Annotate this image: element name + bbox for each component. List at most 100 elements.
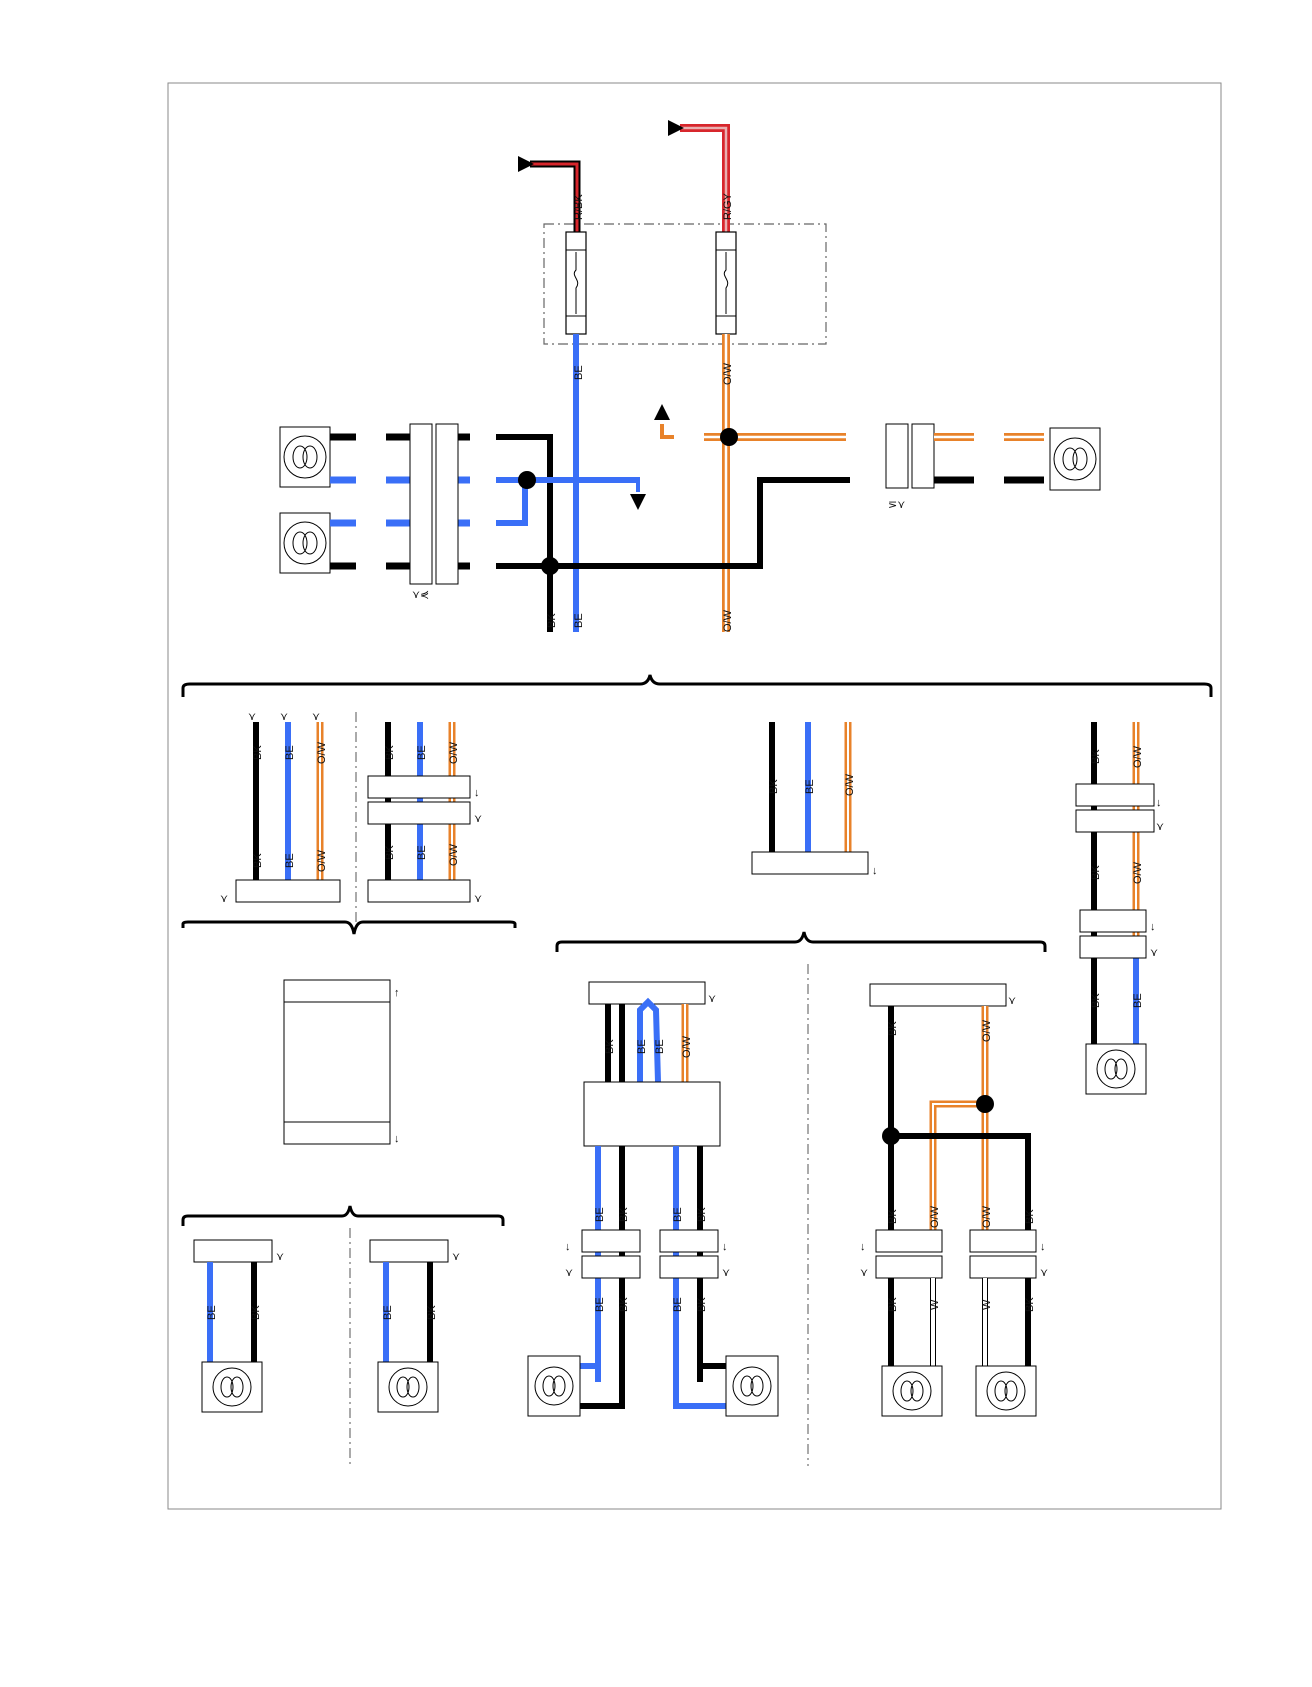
label-bk-bottom: BK	[546, 613, 558, 628]
ml-be-4: BE	[416, 845, 428, 860]
bl-be-2: BE	[382, 1305, 394, 1320]
rb-w-1: W	[929, 1299, 941, 1310]
ml-bk-3: BK	[384, 745, 396, 760]
center-bottom-group: ⋎ ↓ ⋎ ↓ ⋎	[527, 981, 779, 1417]
svg-text:↓: ↓	[565, 1241, 571, 1253]
lamp-top-left-2	[279, 512, 331, 574]
svg-text:↓: ↓	[1150, 921, 1156, 933]
rb-ow-3: O/W	[981, 1205, 993, 1228]
rb-bk-2: BK	[887, 1209, 899, 1224]
rc-be-3: BE	[1132, 993, 1144, 1008]
right-bottom-group: ⋎ ↓ ⋎ ↓ ⋎	[860, 983, 1048, 1417]
fuse-box-outline	[543, 223, 827, 345]
rc-bk-2: BK	[1090, 865, 1102, 880]
label-be-bottom: BE	[573, 613, 585, 628]
rb-bk-5: BK	[1024, 1297, 1036, 1312]
diagram-frame	[167, 82, 1222, 1510]
svg-text:⋎: ⋎	[452, 1251, 460, 1263]
svg-text:⋝⋎: ⋝⋎	[888, 499, 905, 511]
rc-ow-2: O/W	[1132, 861, 1144, 884]
svg-text:⋎: ⋎	[1150, 947, 1158, 959]
rc-bk-1: BK	[1090, 749, 1102, 764]
ml-be-1: BE	[284, 745, 296, 760]
rb-w-2: W	[981, 1299, 993, 1310]
svg-text:⋎: ⋎	[248, 711, 256, 723]
ml-ow-1: O/W	[316, 741, 328, 764]
cb-be-4: BE	[672, 1207, 684, 1222]
ml-bk-2: BK	[252, 853, 264, 868]
svg-text:↓: ↓	[474, 787, 480, 799]
svg-text:↓: ↓	[1040, 1241, 1046, 1253]
rc-bk-3: BK	[1090, 993, 1102, 1008]
svg-text:⋎: ⋎	[1156, 821, 1164, 833]
svg-text:⋎: ⋎	[860, 1267, 868, 1279]
lamp-wires-dashed	[330, 433, 470, 570]
brace-mid-left	[181, 920, 517, 935]
bl-bk-1: BK	[250, 1305, 262, 1320]
cb-be-1: BE	[636, 1039, 648, 1054]
brace-bottom-left	[181, 1205, 505, 1226]
wire-r-bk-supply	[518, 156, 581, 232]
cb-be-3: BE	[594, 1207, 606, 1222]
bottom-left-group-b: ⋎	[369, 1239, 460, 1413]
cb-be-6: BE	[672, 1297, 684, 1312]
svg-text:↑: ↑	[394, 987, 400, 999]
label-rgy: R/GY	[722, 192, 734, 220]
svg-text:↓: ↓	[1156, 797, 1162, 809]
svg-text:⋎: ⋎	[474, 893, 482, 905]
lamp-top-left-1	[279, 426, 331, 488]
svg-text:⋎: ⋎	[708, 993, 716, 1005]
ml-ow-2: O/W	[316, 849, 328, 872]
svg-text:⋎: ⋎	[722, 1267, 730, 1279]
connector-top-left: ⋎⋞	[409, 423, 459, 601]
svg-text:⋎: ⋎	[1040, 1267, 1048, 1279]
svg-text:⋎: ⋎	[276, 1251, 284, 1263]
svg-text:↓: ↓	[872, 865, 878, 877]
cb-bk-4: BK	[696, 1207, 708, 1222]
cb-ow-1: O/W	[681, 1035, 693, 1058]
mid-center-group: ↓	[751, 722, 878, 877]
svg-text:⋎: ⋎	[474, 813, 482, 825]
svg-text:⋎⋞: ⋎⋞	[412, 589, 429, 601]
bl-be-1: BE	[206, 1305, 218, 1320]
cb-bk-6: BK	[696, 1297, 708, 1312]
cb-be-2: BE	[654, 1039, 666, 1054]
svg-text:⋎: ⋎	[565, 1267, 573, 1279]
cb-be-5: BE	[594, 1297, 606, 1312]
svg-text:⋎: ⋎	[280, 711, 288, 723]
label-rbk: R/BK	[573, 194, 585, 220]
svg-text:⋎: ⋎	[220, 893, 228, 905]
rb-bk-3: BK	[1024, 1209, 1036, 1224]
svg-text:↓: ↓	[722, 1241, 728, 1253]
bl-bk-2: BK	[426, 1305, 438, 1320]
svg-text:↓: ↓	[394, 1133, 400, 1145]
ml-be-2: BE	[284, 853, 296, 868]
ml-be-3: BE	[416, 745, 428, 760]
mc-bk: BK	[768, 779, 780, 794]
lamp-top-right	[1049, 427, 1101, 491]
ml-bk-4: BK	[384, 845, 396, 860]
cb-bk-1: BK	[604, 1039, 616, 1054]
bottom-left-group-a: ⋎	[193, 1239, 284, 1413]
right-column-group: ↓ ⋎ ↓ ⋎	[1075, 722, 1164, 1095]
fuse-left	[565, 231, 587, 335]
module-left: ↑ ↓	[283, 979, 400, 1145]
ml-ow-4: O/W	[448, 843, 460, 866]
svg-text:↓: ↓	[860, 1241, 866, 1253]
connector-top-right: ⋝⋎	[885, 423, 1050, 511]
fuse-right	[715, 231, 737, 335]
cb-bk-3: BK	[618, 1207, 630, 1222]
rb-bk-4: BK	[887, 1297, 899, 1312]
rb-ow-2: O/W	[929, 1205, 941, 1228]
top-routing	[496, 404, 850, 632]
wire-r-gy-supply	[668, 120, 730, 232]
label-ow-top: O/W	[722, 362, 734, 385]
rc-ow-1: O/W	[1132, 745, 1144, 768]
rb-ow-1: O/W	[981, 1019, 993, 1042]
label-be-top: BE	[573, 365, 585, 380]
rb-bk-1: BK	[887, 1021, 899, 1036]
mc-be: BE	[804, 779, 816, 794]
mid-left-group-b: ↓ ⋎ ⋎	[367, 722, 482, 905]
brace-main	[181, 674, 1213, 697]
svg-text:⋎: ⋎	[312, 711, 320, 723]
